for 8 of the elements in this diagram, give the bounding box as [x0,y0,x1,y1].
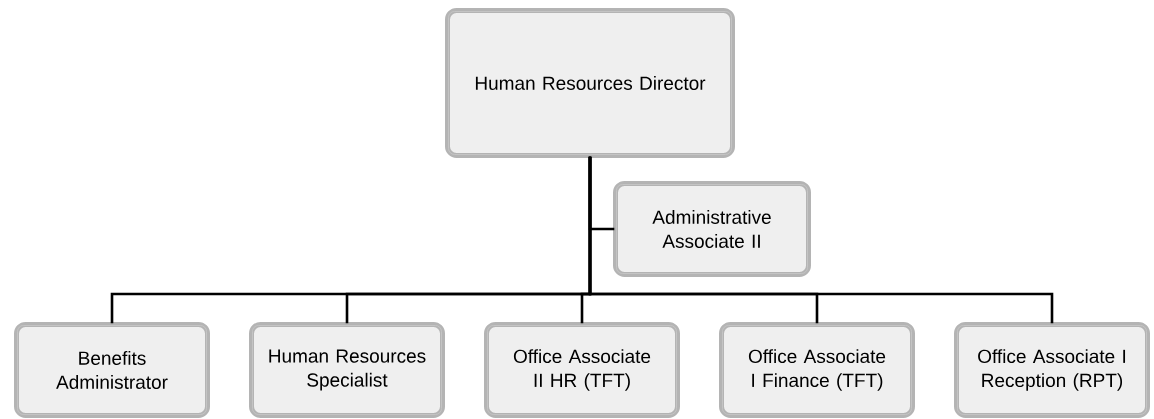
connector-line [588,156,1054,324]
position-box: Office Associate II HR (TFT) [484,322,680,418]
position-box: Human Resources Specialist [249,322,445,418]
position-box: Administrative Associate II [613,181,811,277]
position-box: Benefits Administrator [14,322,210,418]
position-box: Office Associate I Finance (TFT) [719,322,915,418]
position-box: Office Associate I Reception (RPT) [954,322,1150,418]
title-box: Human Resources Director [445,8,735,158]
